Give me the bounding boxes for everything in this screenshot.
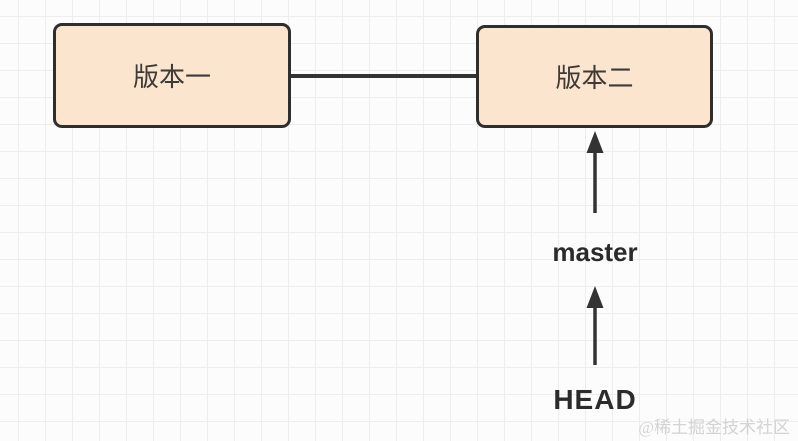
master-to-version2-arrow (586, 131, 604, 213)
head-to-master-arrow (586, 286, 604, 365)
master-pointer-label: master (552, 237, 638, 267)
watermark: @稀土掘金技术社区 (638, 418, 790, 437)
node-version-1: 版本一 (53, 23, 291, 128)
head-pointer-label: HEAD (553, 384, 637, 415)
arrowhead-icon (586, 286, 604, 308)
arrowhead-icon (586, 131, 604, 153)
node-version-2-label: 版本二 (555, 63, 634, 93)
node-version-2: 版本二 (476, 25, 713, 128)
node-version-1-label: 版本一 (132, 62, 211, 92)
